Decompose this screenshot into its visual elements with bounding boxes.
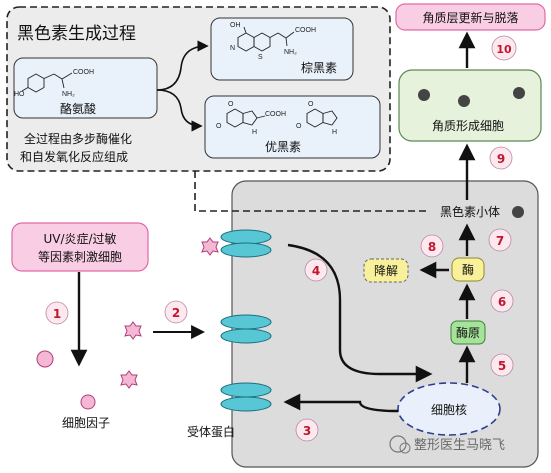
- eumelanin-nh1: H: [252, 129, 257, 136]
- arrow-step-3: [283, 393, 399, 413]
- cytokine-label: 细胞因子: [62, 416, 110, 430]
- melanin-granule: [418, 89, 430, 101]
- eumelanin-o4: O: [296, 123, 302, 130]
- tyrosine-label: 酪氨酸: [60, 101, 96, 116]
- svg-text:2: 2: [172, 306, 180, 320]
- svg-text:4: 4: [312, 264, 320, 278]
- pheomelanin-nh2: NH₂: [284, 49, 297, 56]
- melanin-granule: [458, 95, 470, 107]
- synthesis-connector: [194, 171, 426, 212]
- eumelanin-label: 优黑素: [265, 140, 301, 154]
- step-10: 10: [491, 35, 517, 61]
- eumelanin-o2: O: [216, 123, 222, 130]
- svg-text:3: 3: [303, 424, 311, 438]
- svg-text:6: 6: [498, 295, 506, 309]
- pheomelanin-cooh: COOH: [295, 27, 316, 34]
- pheomelanin-label: 棕黑素: [301, 60, 337, 75]
- svg-text:1: 1: [53, 307, 61, 321]
- step-9: 9: [489, 146, 513, 170]
- enzyme-label: 酶: [462, 262, 474, 277]
- renewal-box: [395, 3, 546, 31]
- synthesis-note-line1: 全过程由多步酶催化: [24, 131, 132, 146]
- renewal-label: 角质层更新与脱落: [422, 10, 518, 25]
- wechat-icon: [389, 435, 407, 453]
- degrade-box: [363, 258, 409, 283]
- receptor-top: [220, 229, 272, 258]
- arrow-step-4: [287, 243, 433, 383]
- receptor-middle: [220, 314, 272, 344]
- nucleus: [397, 382, 501, 436]
- cell-body: [231, 180, 539, 468]
- enzyme-box: [451, 257, 485, 282]
- step-4: 4: [304, 258, 328, 282]
- proenzyme-box: [450, 320, 486, 345]
- svg-text:8: 8: [428, 240, 436, 254]
- tyrosine-ho: HO: [14, 91, 25, 98]
- melanin-granule: [513, 87, 525, 99]
- svg-text:9: 9: [497, 152, 505, 166]
- cytokine-star: [120, 370, 138, 389]
- step-7: 7: [488, 228, 512, 252]
- nucleus-label: 细胞核: [431, 403, 467, 417]
- tyrosine-box: [13, 57, 158, 119]
- svg-text:5: 5: [498, 359, 506, 373]
- cytokine-star: [201, 237, 219, 256]
- tyrosine-structure: [21, 72, 73, 93]
- step-1: 1: [45, 301, 69, 325]
- eumelanin-o1: O: [228, 101, 234, 108]
- pheomelanin-s: S: [258, 54, 263, 61]
- pheomelanin-oh: OH: [230, 22, 241, 29]
- receptor-bottom: [220, 382, 272, 412]
- stimulus-box: [11, 222, 149, 272]
- synthesis-title: 黑色素生成过程: [17, 24, 136, 44]
- wechat-icon-inner: [399, 442, 411, 454]
- degrade-label: 降解: [374, 264, 398, 278]
- step-8: 8: [420, 234, 444, 258]
- cytokine-ball: [36, 350, 54, 368]
- cytokine-star: [124, 321, 142, 340]
- pheomelanin-structure: [237, 26, 295, 52]
- synthesis-arrows: [156, 40, 209, 132]
- melanosome-dot: [512, 206, 524, 218]
- receptor-label: 受体蛋白: [187, 424, 235, 439]
- pheomelanin-n: N: [230, 45, 235, 52]
- eumelanin-o3: O: [308, 101, 314, 108]
- eumelanin-structure: [226, 108, 338, 128]
- svg-text:10: 10: [496, 43, 512, 56]
- tyrosine-nh2: NH₂: [62, 91, 75, 98]
- stimulus-line2: 等因素刺激细胞: [38, 250, 122, 264]
- svg-text:7: 7: [496, 234, 504, 248]
- step-6: 6: [490, 289, 514, 313]
- melanosome-label: 黑色素小体: [440, 205, 500, 219]
- cytokine-ball: [80, 394, 96, 410]
- proenzyme-label: 酶原: [456, 325, 480, 340]
- step-2: 2: [164, 300, 188, 324]
- eumelanin-cooh: COOH: [265, 111, 286, 118]
- eumelanin-nh2: H: [332, 129, 337, 136]
- step-3: 3: [295, 418, 319, 442]
- tyrosine-cooh: COOH: [73, 69, 94, 76]
- stimulus-line1: UV/炎症/过敏: [43, 231, 116, 246]
- keratinocyte-box: [398, 69, 542, 142]
- synthesis-note-line2: 和自发氧化反应组成: [20, 149, 128, 164]
- step-5: 5: [490, 353, 514, 377]
- watermark-text: 整形医生马晓飞: [414, 438, 505, 453]
- keratinocyte-label: 角质形成细胞: [432, 119, 504, 133]
- watermark: 整形医生马晓飞: [389, 435, 505, 454]
